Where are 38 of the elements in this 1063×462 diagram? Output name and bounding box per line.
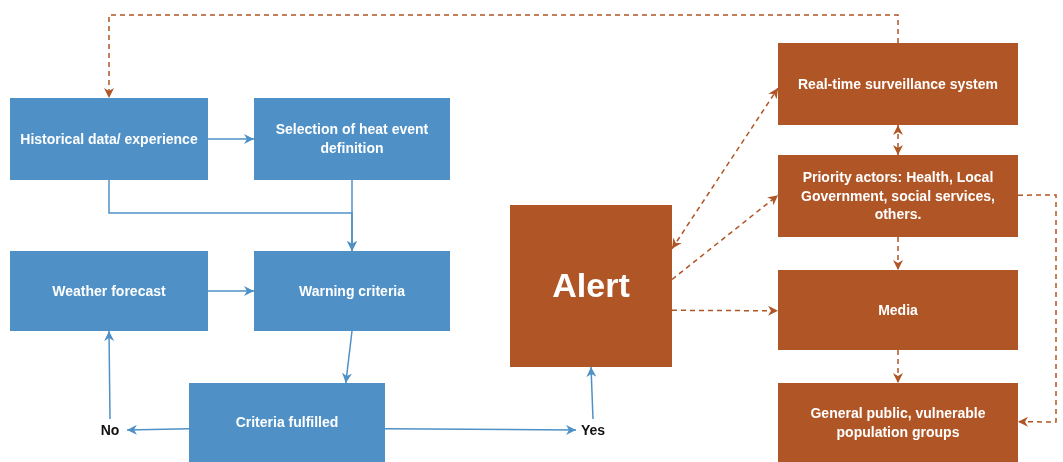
- connector-arrow: [104, 14, 899, 99]
- connector-arrow: [893, 236, 903, 271]
- connector-arrow: [347, 179, 357, 252]
- connector-arrow: [104, 330, 115, 420]
- connector-arrow: [384, 424, 577, 435]
- connector-arrow: [1017, 194, 1057, 427]
- connector-arrow: [671, 305, 779, 316]
- process-box: [10, 98, 208, 180]
- process-box: [254, 98, 450, 180]
- process-box: [778, 155, 1018, 237]
- box-label: Priority actors: Health, Local Government, social services, others.: [800, 167, 996, 225]
- process-box: [10, 251, 208, 331]
- connector-arrow: [893, 349, 903, 384]
- connector-arrow: [126, 424, 190, 435]
- connector-arrow: [671, 87, 779, 250]
- box-label: Warning criteria: [298, 281, 406, 301]
- connector-arrow: [586, 366, 597, 420]
- process-box: [778, 383, 1018, 462]
- box-label: Criteria fulfilled: [235, 413, 339, 432]
- process-box: [510, 205, 672, 367]
- box-label: Alert: [552, 265, 630, 307]
- connector-arrow: [207, 286, 255, 296]
- box-label: Weather forecast: [52, 281, 166, 301]
- connector-arrow: [207, 134, 255, 144]
- box-label: Real-time surveillance system: [798, 74, 998, 94]
- process-box: [189, 383, 385, 462]
- decision-label: Yes: [580, 420, 606, 440]
- box-label: Historical data/ experience: [20, 129, 198, 149]
- process-box: [778, 43, 1018, 125]
- connector-arrow: [671, 194, 779, 281]
- box-label: Selection of heat event definition: [274, 120, 430, 158]
- box-label: Media: [878, 300, 918, 320]
- connector-arrow: [342, 330, 353, 384]
- connector-arrow: [893, 124, 903, 156]
- decision-label: No: [100, 420, 120, 440]
- process-box: [778, 270, 1018, 350]
- process-box: [254, 251, 450, 331]
- box-label: General public, vulnerable population groups: [809, 403, 987, 442]
